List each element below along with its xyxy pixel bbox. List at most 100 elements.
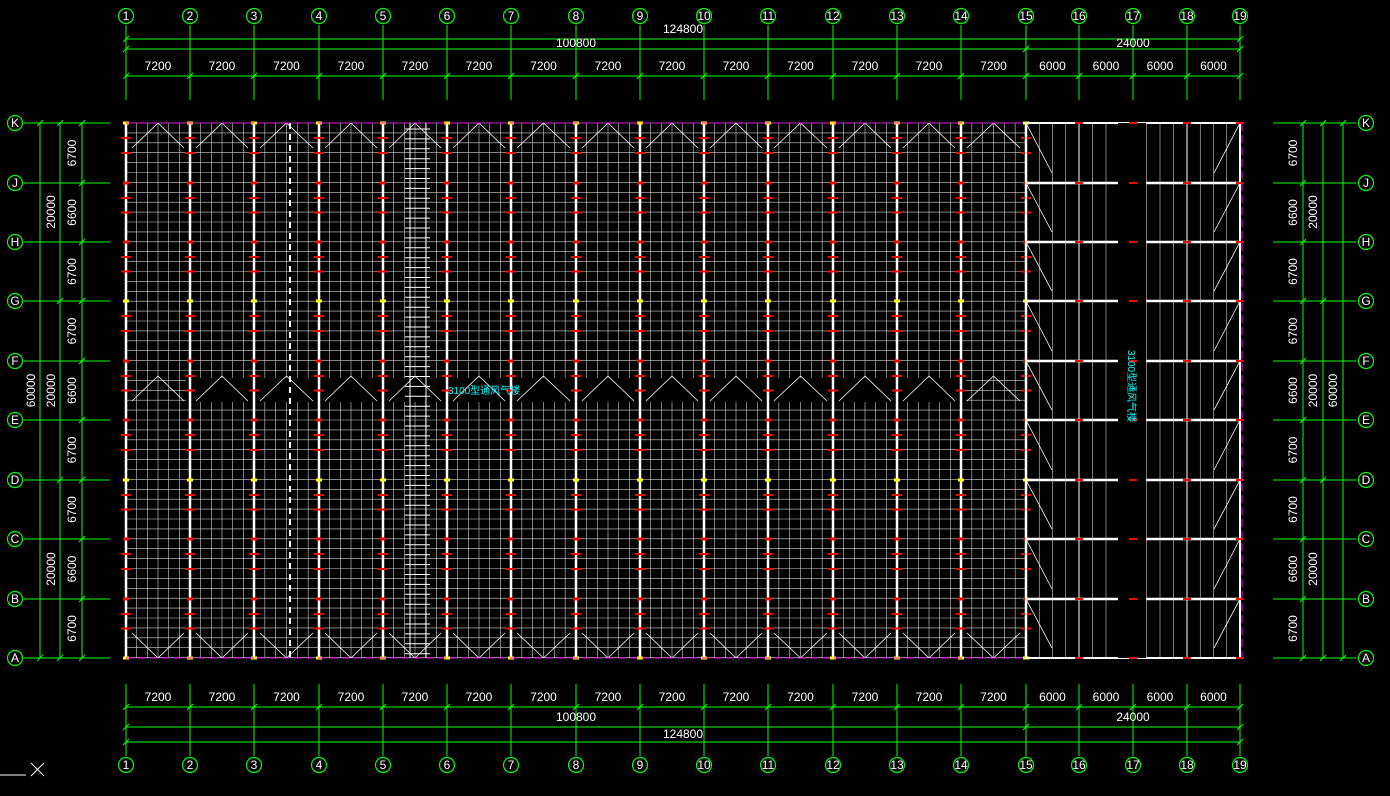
axis-bottom-6-label: 6 [444, 758, 451, 772]
bay-dim-top: 7200 [209, 59, 236, 73]
brace [221, 375, 249, 402]
axis-bottom-18-label: 18 [1180, 758, 1194, 772]
brace [350, 632, 378, 659]
brace [735, 375, 763, 402]
brace [864, 632, 892, 659]
brace [543, 375, 571, 402]
axis-top-3-label: 3 [251, 9, 258, 23]
brace [773, 632, 801, 659]
dim-tick [56, 297, 64, 305]
brace [709, 375, 737, 402]
dim-tick [1299, 297, 1307, 305]
brace [221, 632, 249, 659]
dim-tick [1299, 179, 1307, 187]
axis-right-E-circle [1357, 411, 1375, 429]
annex-width-bottom: 24000 [1116, 710, 1150, 724]
brace [671, 375, 699, 402]
bay-dim-bottom: 6000 [1200, 690, 1227, 704]
axis-bottom-3-circle [245, 756, 263, 774]
row-dim-right: 6700 [1286, 258, 1300, 285]
dim-tick [56, 119, 64, 127]
axis-top-7-circle [502, 7, 520, 25]
bay-dim-top: 6000 [1039, 59, 1066, 73]
brace [259, 122, 287, 149]
brace [157, 375, 185, 402]
row-dim-right: 6700 [1286, 436, 1300, 463]
brace [157, 632, 185, 659]
bay-dim-bottom: 7200 [530, 690, 557, 704]
axis-right-G-circle [1357, 292, 1375, 310]
axis-right-J-circle [1357, 174, 1375, 192]
row-dim-left: 6700 [65, 615, 79, 642]
annex-brace [1025, 598, 1053, 649]
axis-bottom-7-circle [502, 756, 520, 774]
bay-dim-bottom: 7200 [466, 690, 493, 704]
dim-tick [1319, 119, 1327, 127]
axis-left-B-label: B [11, 592, 19, 606]
axis-top-13-label: 13 [890, 9, 904, 23]
axis-top-14-circle [952, 7, 970, 25]
row-dim-right: 6600 [1286, 555, 1300, 582]
axis-bottom-10-label: 10 [697, 758, 711, 772]
brace [131, 122, 159, 149]
annex-brace [1025, 122, 1053, 174]
bay-dim-top: 6000 [1200, 59, 1227, 73]
axis-top-16-circle [1070, 7, 1088, 25]
axis-right-A-circle [1357, 649, 1375, 667]
axis-bottom-19-circle [1231, 756, 1249, 774]
axis-left-H-circle [6, 233, 24, 251]
axis-top-19-circle [1231, 7, 1249, 25]
brace [800, 375, 828, 402]
brace [645, 632, 673, 659]
dim-tick [36, 654, 44, 662]
brace [838, 122, 866, 149]
axis-bottom-19-label: 19 [1233, 758, 1247, 772]
row-dim-left: 6700 [65, 317, 79, 344]
axis-right-F-circle [1357, 352, 1375, 370]
axis-bottom-2-label: 2 [187, 758, 194, 772]
axis-right-E-label: E [1362, 413, 1370, 427]
axis-top-2-circle [181, 7, 199, 25]
brace [157, 122, 185, 149]
group-dim-left: 20000 [44, 373, 58, 407]
axis-bottom-1-circle [117, 756, 135, 774]
axis-left-A-circle [6, 649, 24, 667]
annex-brace [1213, 479, 1241, 530]
dim-tick [1299, 357, 1307, 365]
axis-bottom-11-label: 11 [762, 758, 775, 772]
dim-tick [78, 297, 86, 305]
brace [966, 375, 994, 402]
row-dim-left: 6600 [65, 555, 79, 582]
brace [414, 122, 442, 149]
axis-right-K-circle [1357, 114, 1375, 132]
axis-bottom-9-label: 9 [637, 758, 644, 772]
dim-tick [78, 179, 86, 187]
dim-tick [1299, 119, 1307, 127]
axis-left-K-circle [6, 114, 24, 132]
brace [966, 632, 994, 659]
brace [773, 375, 801, 402]
annex-brace [1025, 360, 1053, 411]
axis-bottom-4-label: 4 [316, 758, 323, 772]
axis-bottom-8-circle [567, 756, 585, 774]
annex-brace [1213, 598, 1241, 649]
axis-top-6-label: 6 [444, 9, 451, 23]
bay-dim-top: 7200 [530, 59, 557, 73]
axis-left-J-label: J [12, 176, 18, 190]
axis-top-16-label: 16 [1072, 9, 1086, 23]
axis-top-10-label: 10 [697, 9, 711, 23]
dim-tick [78, 595, 86, 603]
brace [516, 375, 544, 402]
annex-brace [1213, 182, 1241, 233]
axis-top-9-label: 9 [637, 9, 644, 23]
axis-bottom-5-label: 5 [380, 758, 387, 772]
axis-top-13-circle [888, 7, 906, 25]
dim-tick [36, 119, 44, 127]
axis-left-J-circle [6, 174, 24, 192]
axis-left-F-label: F [11, 354, 18, 368]
axis-top-19-label: 19 [1233, 9, 1247, 23]
axis-top-5-circle [374, 7, 392, 25]
annex-brace [1025, 300, 1053, 352]
axis-top-15-circle [1017, 7, 1035, 25]
